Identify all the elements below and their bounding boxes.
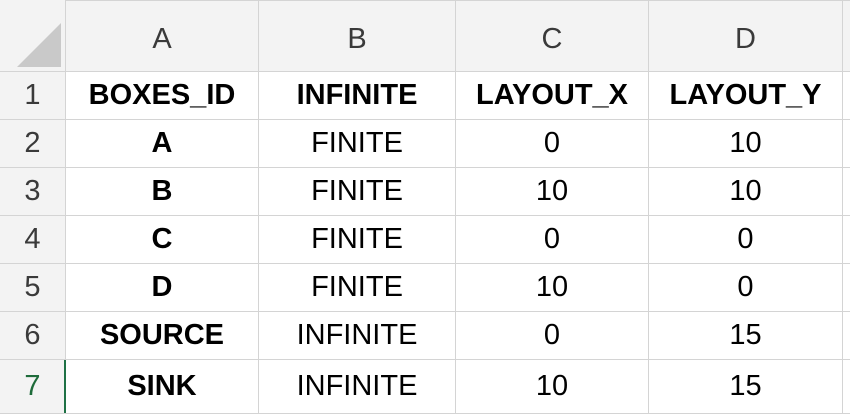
- cell-c2[interactable]: 0: [456, 120, 649, 168]
- cell-d4[interactable]: 0: [649, 216, 843, 264]
- cell-b2[interactable]: FINITE: [259, 120, 456, 168]
- column-header-overflow: [843, 0, 850, 72]
- cell-a7[interactable]: SINK: [66, 360, 259, 414]
- cell-overflow-2: [843, 120, 850, 168]
- cell-d1[interactable]: LAYOUT_Y: [649, 72, 843, 120]
- cell-d5[interactable]: 0: [649, 264, 843, 312]
- cell-overflow-4: [843, 216, 850, 264]
- cell-overflow-1: [843, 72, 850, 120]
- row-header-5[interactable]: 5: [0, 264, 66, 312]
- cell-overflow-7: [843, 360, 850, 414]
- row-header-7[interactable]: 7: [0, 360, 66, 414]
- cell-b3[interactable]: FINITE: [259, 168, 456, 216]
- cell-a1[interactable]: BOXES_ID: [66, 72, 259, 120]
- row-header-2[interactable]: 2: [0, 120, 66, 168]
- column-header-c[interactable]: C: [456, 0, 649, 72]
- cell-b4[interactable]: FINITE: [259, 216, 456, 264]
- row-header-6[interactable]: 6: [0, 312, 66, 360]
- cell-b5[interactable]: FINITE: [259, 264, 456, 312]
- row-header-1[interactable]: 1: [0, 72, 66, 120]
- cell-d2[interactable]: 10: [649, 120, 843, 168]
- column-header-b[interactable]: B: [259, 0, 456, 72]
- select-all-corner[interactable]: [0, 0, 66, 72]
- cell-c3[interactable]: 10: [456, 168, 649, 216]
- cell-b1[interactable]: INFINITE: [259, 72, 456, 120]
- cell-b7[interactable]: INFINITE: [259, 360, 456, 414]
- column-header-d[interactable]: D: [649, 0, 843, 72]
- cell-overflow-6: [843, 312, 850, 360]
- cell-a3[interactable]: B: [66, 168, 259, 216]
- top-border: [0, 0, 850, 1]
- cell-overflow-5: [843, 264, 850, 312]
- cell-b6[interactable]: INFINITE: [259, 312, 456, 360]
- row-header-3[interactable]: 3: [0, 168, 66, 216]
- cell-c7[interactable]: 10: [456, 360, 649, 414]
- cell-a4[interactable]: C: [66, 216, 259, 264]
- row-header-4[interactable]: 4: [0, 216, 66, 264]
- cell-a2[interactable]: A: [66, 120, 259, 168]
- cell-c1[interactable]: LAYOUT_X: [456, 72, 649, 120]
- cell-overflow-3: [843, 168, 850, 216]
- select-all-icon: [17, 23, 61, 67]
- cell-a5[interactable]: D: [66, 264, 259, 312]
- cell-d3[interactable]: 10: [649, 168, 843, 216]
- cell-d7[interactable]: 15: [649, 360, 843, 414]
- cell-a6[interactable]: SOURCE: [66, 312, 259, 360]
- cell-d6[interactable]: 15: [649, 312, 843, 360]
- cell-c5[interactable]: 10: [456, 264, 649, 312]
- cell-c6[interactable]: 0: [456, 312, 649, 360]
- column-header-a[interactable]: A: [66, 0, 259, 72]
- cell-c4[interactable]: 0: [456, 216, 649, 264]
